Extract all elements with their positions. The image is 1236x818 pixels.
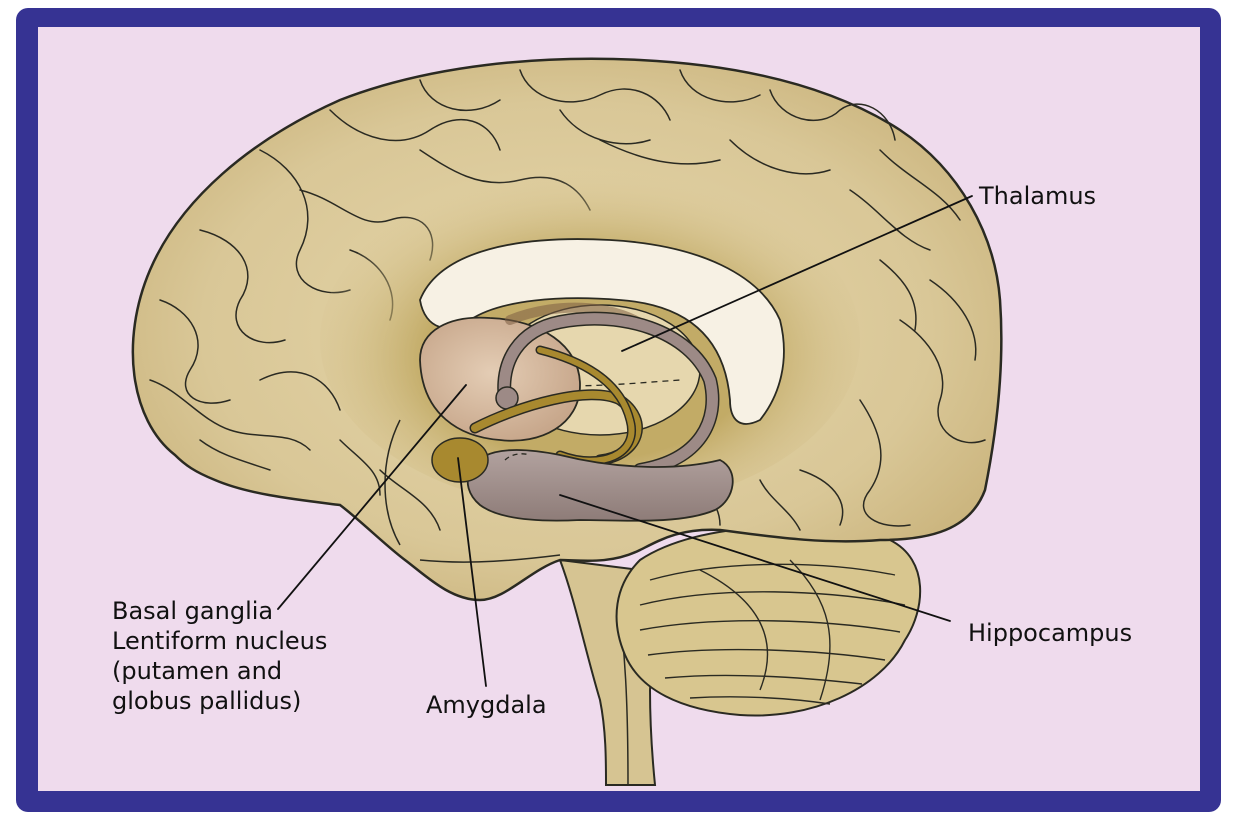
- amygdala-label: Amygdala: [426, 690, 547, 720]
- hippocampus-label: Hippocampus: [968, 618, 1132, 648]
- basal-ganglia-label: Basal ganglia Lentiform nucleus (putamen…: [112, 596, 327, 716]
- thalamus-label: Thalamus: [979, 181, 1096, 211]
